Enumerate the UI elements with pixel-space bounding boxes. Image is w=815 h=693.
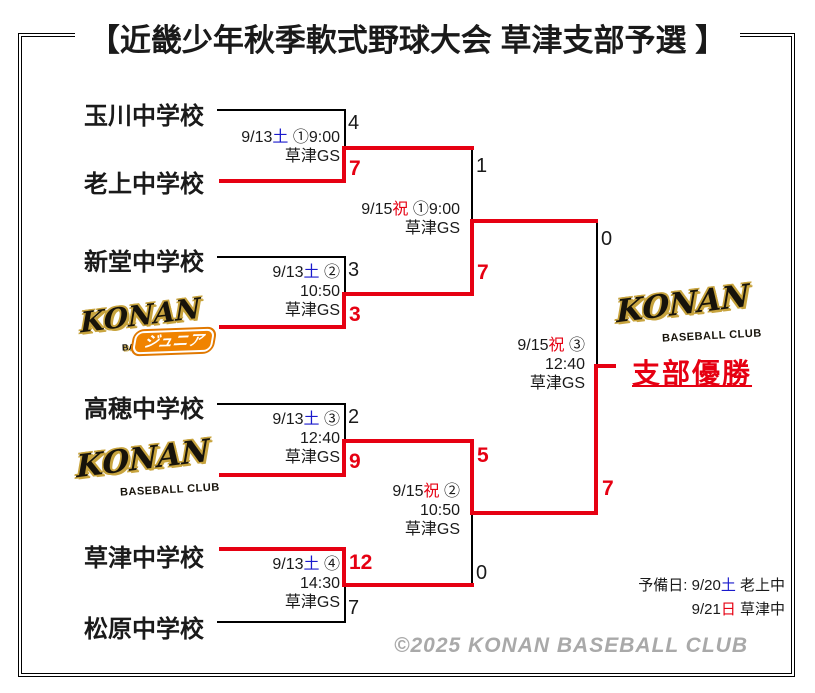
sf1-vertical-red (470, 219, 474, 296)
oikami-line-red (219, 179, 346, 183)
champion-label: 支部優勝 (632, 358, 753, 389)
team-kusatsu: 草津中学校 (84, 545, 204, 572)
m4-info-venue: 草津GS (284, 594, 340, 611)
m2-info-time: 10:50 (299, 283, 340, 300)
m3-score-top: 2 (348, 406, 360, 428)
page-title: 【近畿少年秋季軟式野球大会 草津支部予選 】 (74, 15, 741, 60)
m1-info-venue: 草津GS (284, 148, 340, 165)
champion-logo: KONAN BASEBALL CLUB (616, 278, 763, 349)
m1-info: 9/13土 ①9:00 草津GS (241, 128, 340, 166)
m4-vertical-red (342, 547, 346, 587)
sf1-info-line1: 9/15祝 ①9:00 (361, 201, 460, 218)
m1-score-top: 4 (348, 112, 360, 134)
reserve-line2: 9/21日 草津中 (691, 601, 785, 618)
m3-vertical-black (344, 403, 346, 441)
sf2-score-bottom: 0 (476, 562, 488, 584)
team-matsubara: 松原中学校 (84, 616, 204, 643)
team-tamagawa: 玉川中学校 (84, 103, 204, 130)
m1-top-line (217, 109, 346, 111)
final-info: 9/15祝 ③ 12:40 草津GS (517, 336, 585, 393)
m3-info-time: 12:40 (299, 430, 340, 447)
final-info-venue: 草津GS (529, 375, 585, 392)
team-oikami: 老上中学校 (84, 171, 204, 198)
final-score-bottom: 7 (602, 477, 614, 500)
m2-vertical-red (342, 292, 346, 329)
final-vertical-black (596, 221, 598, 368)
baseball-club-text: BASEBALL CLUB (119, 481, 221, 499)
sf1-vertical-black (471, 148, 473, 221)
kusatsu-line-red (219, 547, 346, 551)
sf2-winner-line (470, 511, 598, 515)
m3-winner-line (342, 439, 474, 443)
m2-info-venue: 草津GS (284, 302, 340, 319)
m3-vertical-red (342, 439, 346, 477)
sf1-score-bottom: 7 (477, 261, 489, 284)
m2-info: 9/13土 ② 10:50 草津GS (272, 263, 340, 320)
m4-bottom-line (217, 621, 346, 623)
m2-winner-line (342, 292, 474, 296)
final-vertical-red (594, 364, 598, 515)
baseball-club-text: BASEBALL CLUB (661, 327, 763, 345)
m1-vertical-black (344, 109, 346, 148)
reserve-days: 予備日: 9/20土 老上中 9/21日 草津中 (638, 574, 785, 622)
m4-info: 9/13土 ④ 14:30 草津GS (272, 555, 340, 612)
m3-info-venue: 草津GS (284, 449, 340, 466)
champion-line (594, 364, 616, 368)
m4-info-line1: 9/13土 ④ (272, 556, 340, 573)
team-shindo: 新堂中学校 (84, 249, 204, 276)
m3-info: 9/13土 ③ 12:40 草津GS (272, 410, 340, 467)
m1-vertical-red (342, 146, 346, 183)
m4-vertical-black (344, 585, 346, 623)
m4-score-top: 12 (349, 551, 373, 574)
sf2-info-venue: 草津GS (404, 521, 460, 538)
sf2-info: 9/15祝 ② 10:50 草津GS (392, 482, 460, 539)
m2-score-bottom: 3 (349, 303, 361, 326)
konan-junior-line-red (219, 325, 346, 329)
m3-info-line1: 9/13土 ③ (272, 411, 340, 428)
sf1-info: 9/15祝 ①9:00 草津GS (361, 200, 460, 238)
m2-top-line (217, 256, 346, 258)
m4-score-bottom: 7 (348, 597, 360, 619)
m1-score-bottom: 7 (349, 157, 361, 180)
konan-bb-line-red (219, 473, 346, 477)
m1-winner-line (342, 146, 474, 150)
sf2-info-line1: 9/15祝 ② (392, 483, 460, 500)
m4-winner-line (342, 583, 474, 587)
final-info-time: 12:40 (544, 356, 585, 373)
m3-score-bottom: 9 (349, 450, 361, 473)
junior-badge: ジュニア (131, 328, 216, 355)
sf2-vertical-red (470, 439, 474, 515)
copyright-text: ©2025 KONAN BASEBALL CLUB (394, 634, 748, 657)
konan-junior-logo: KONAN BASE ジュニア (80, 292, 220, 358)
sf1-winner-line (470, 219, 598, 223)
reserve-line1: 予備日: 9/20土 老上中 (638, 577, 785, 594)
m4-info-time: 14:30 (299, 575, 340, 592)
sf1-score-top: 1 (476, 155, 488, 177)
m3-top-line (217, 403, 346, 405)
m2-info-line1: 9/13土 ② (272, 264, 340, 281)
sf2-vertical-black (471, 513, 473, 585)
m2-score-top: 3 (348, 259, 360, 281)
final-info-line1: 9/15祝 ③ (517, 337, 585, 354)
sf2-info-time: 10:50 (419, 502, 460, 519)
sf1-info-venue: 草津GS (404, 220, 460, 237)
sf2-score-top: 5 (477, 444, 489, 467)
konan-baseball-club-logo: KONAN BASEBALL CLUB (76, 433, 221, 504)
m1-info-line1: 9/13土 ①9:00 (241, 129, 340, 146)
final-score-top: 0 (601, 228, 613, 250)
m2-vertical-black (344, 256, 346, 294)
team-takaho: 高穂中学校 (84, 396, 204, 423)
